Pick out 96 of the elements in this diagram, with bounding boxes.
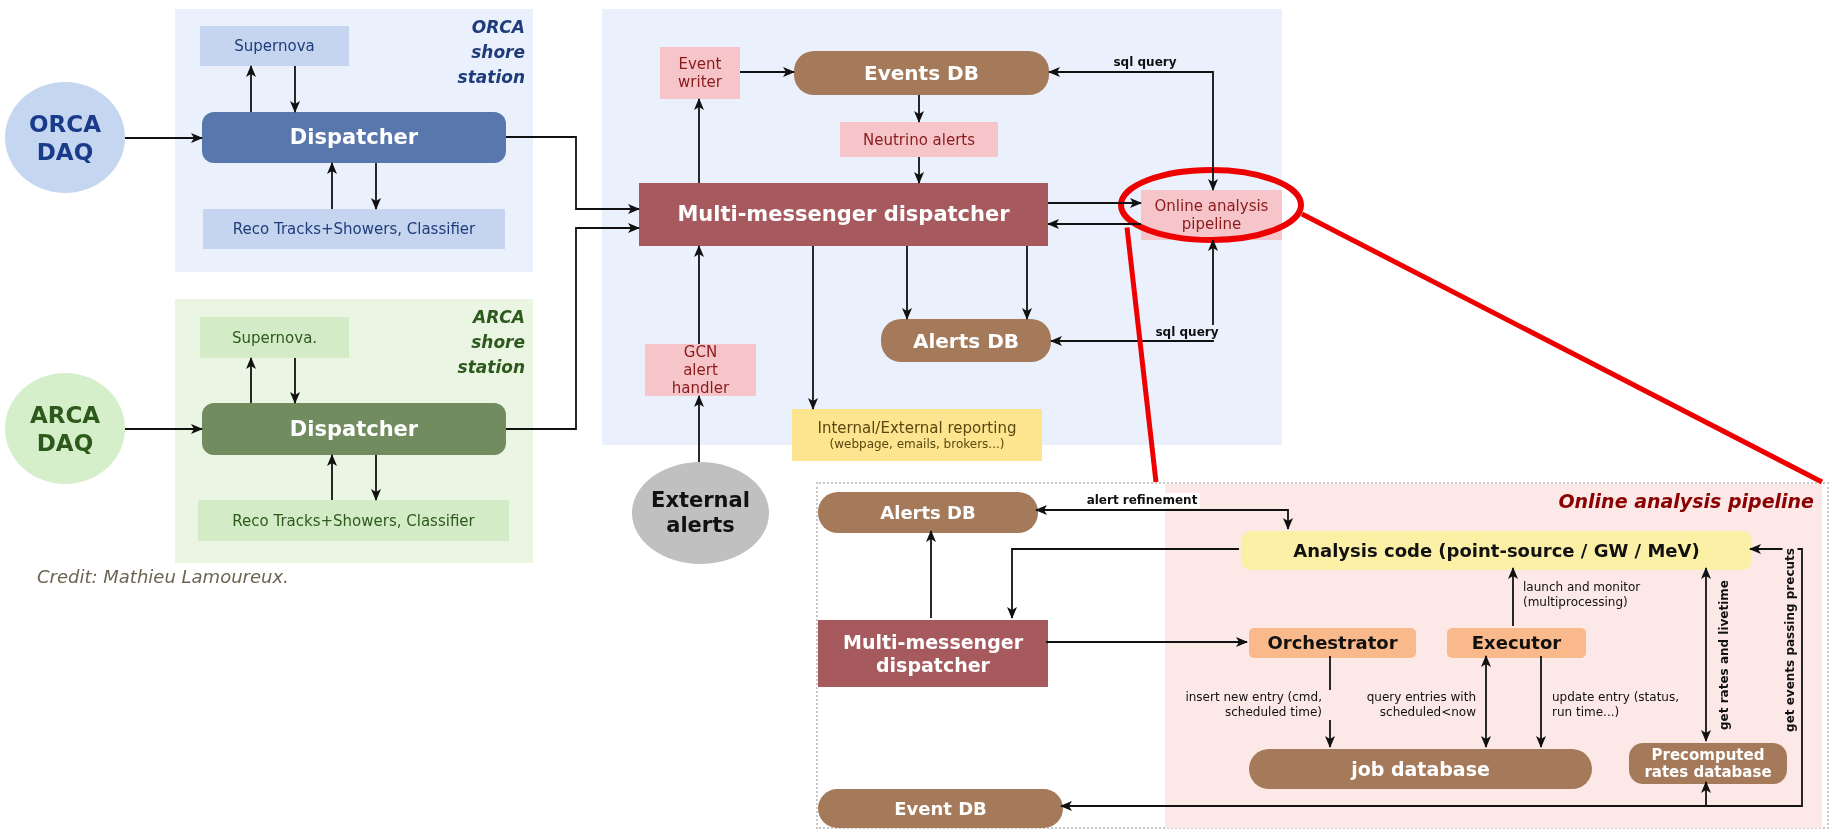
dispatcher-box <box>202 112 506 163</box>
arrow <box>808 245 818 410</box>
node-label: Neutrino alerts <box>862 130 976 149</box>
dispatcher-box <box>818 620 1048 687</box>
node-label: Reco Tracks+Showers, Classifier <box>232 511 475 530</box>
arrow <box>1007 548 1240 619</box>
node-label: Events DB <box>864 61 979 85</box>
process-box <box>1241 531 1752 570</box>
zoom-callout-line <box>1124 227 1159 483</box>
arrow <box>1481 655 1491 748</box>
zoom-callout-line <box>1300 211 1824 485</box>
edge-label: alert refinement <box>1084 493 1200 508</box>
arrow <box>1047 198 1142 208</box>
edge-label: sql query <box>1153 325 1221 340</box>
arrow <box>739 67 795 77</box>
node-label: Internal/External reporting <box>817 419 1017 437</box>
arrow <box>124 133 203 143</box>
node-label: Alerts DB <box>912 328 1019 353</box>
arrow <box>327 454 337 501</box>
arrow <box>1045 637 1248 647</box>
arrow <box>1508 567 1518 627</box>
arrow <box>327 162 337 210</box>
arrow <box>1701 567 1711 742</box>
node-label: Supernova. <box>231 328 318 347</box>
database-box <box>881 319 1051 362</box>
edge-label: sql query <box>1111 55 1179 70</box>
process-box <box>1447 628 1586 658</box>
edge-label: get rates and livetime <box>1716 578 1732 732</box>
node-label: Multi-messenger dispatcher <box>842 630 1024 677</box>
arrow <box>1050 239 1218 346</box>
arrow <box>290 65 300 113</box>
node-label: Reco Tracks+Showers, Classifier <box>232 220 476 238</box>
station-panel <box>175 299 533 563</box>
process-box <box>200 317 349 358</box>
database-box <box>818 492 1038 533</box>
process-box <box>203 209 505 249</box>
arrow <box>694 245 704 345</box>
reporting-box <box>792 409 1042 461</box>
dispatcher-box <box>639 183 1048 246</box>
arrow <box>371 162 381 210</box>
arrow <box>371 454 381 501</box>
credit-note: Credit: Mathieu Lamoureux. <box>37 566 289 587</box>
node-label: Executor <box>1471 632 1562 654</box>
process-box <box>200 26 349 66</box>
node-label: Online analysis pipeline <box>1153 197 1270 233</box>
node-label: Event DB <box>894 797 987 820</box>
arrow <box>246 357 256 404</box>
process-box <box>660 47 740 99</box>
edge-label: get events passing precuts <box>1782 546 1798 734</box>
node-sublabel: (webpage, emails, brokers...) <box>829 437 1005 451</box>
arrow <box>1536 655 1546 748</box>
arrow <box>914 94 924 123</box>
arrow <box>505 136 640 214</box>
node-label: ORCA DAQ <box>28 109 102 166</box>
node-label: job database <box>1351 757 1490 781</box>
edge-label: query entries with scheduled<now <box>1328 690 1478 720</box>
arrow <box>290 357 300 404</box>
arrow <box>1022 245 1032 320</box>
arrow <box>694 98 704 184</box>
arrow <box>246 65 256 113</box>
node-label: Supernova <box>234 37 315 55</box>
arrow <box>902 245 912 320</box>
arrow <box>505 223 640 430</box>
database-box <box>1629 743 1787 784</box>
node-label: Dispatcher <box>289 125 419 150</box>
node-label: Analysis code (point-source / GW / MeV) <box>1293 539 1700 562</box>
process-box <box>1249 628 1416 658</box>
node-label: ARCA DAQ <box>28 400 102 457</box>
arrow <box>1047 219 1142 229</box>
node-label: Orchestrator <box>1267 632 1398 654</box>
node-label: Dispatcher <box>289 416 419 442</box>
panel-title: ORCA shore station <box>456 16 525 89</box>
database-box <box>794 51 1049 95</box>
node-label: External alerts <box>650 488 751 538</box>
arrow <box>124 424 203 434</box>
station-panel <box>175 9 533 272</box>
arrow <box>1035 505 1293 530</box>
node-label: Precomputed rates database <box>1643 746 1773 781</box>
process-box <box>198 500 509 541</box>
panel-title: ARCA shore station <box>456 306 525 379</box>
process-box <box>840 122 998 157</box>
node-label: Event writer <box>677 55 723 91</box>
arrow <box>914 156 924 184</box>
arrow <box>926 530 936 619</box>
node-label: Alerts DB <box>880 501 976 524</box>
node-label: GCN alert handler <box>670 343 731 397</box>
database-box <box>818 789 1063 828</box>
process-box <box>645 344 756 396</box>
database-box <box>1249 749 1592 789</box>
process-box <box>1141 190 1282 240</box>
arrow <box>694 395 704 463</box>
dispatcher-box <box>202 403 506 455</box>
inset-panel <box>816 482 1829 829</box>
node-label: Multi-messenger dispatcher <box>677 202 1010 227</box>
panel-title: Online analysis pipeline <box>1558 490 1814 512</box>
arrow <box>1048 67 1218 191</box>
